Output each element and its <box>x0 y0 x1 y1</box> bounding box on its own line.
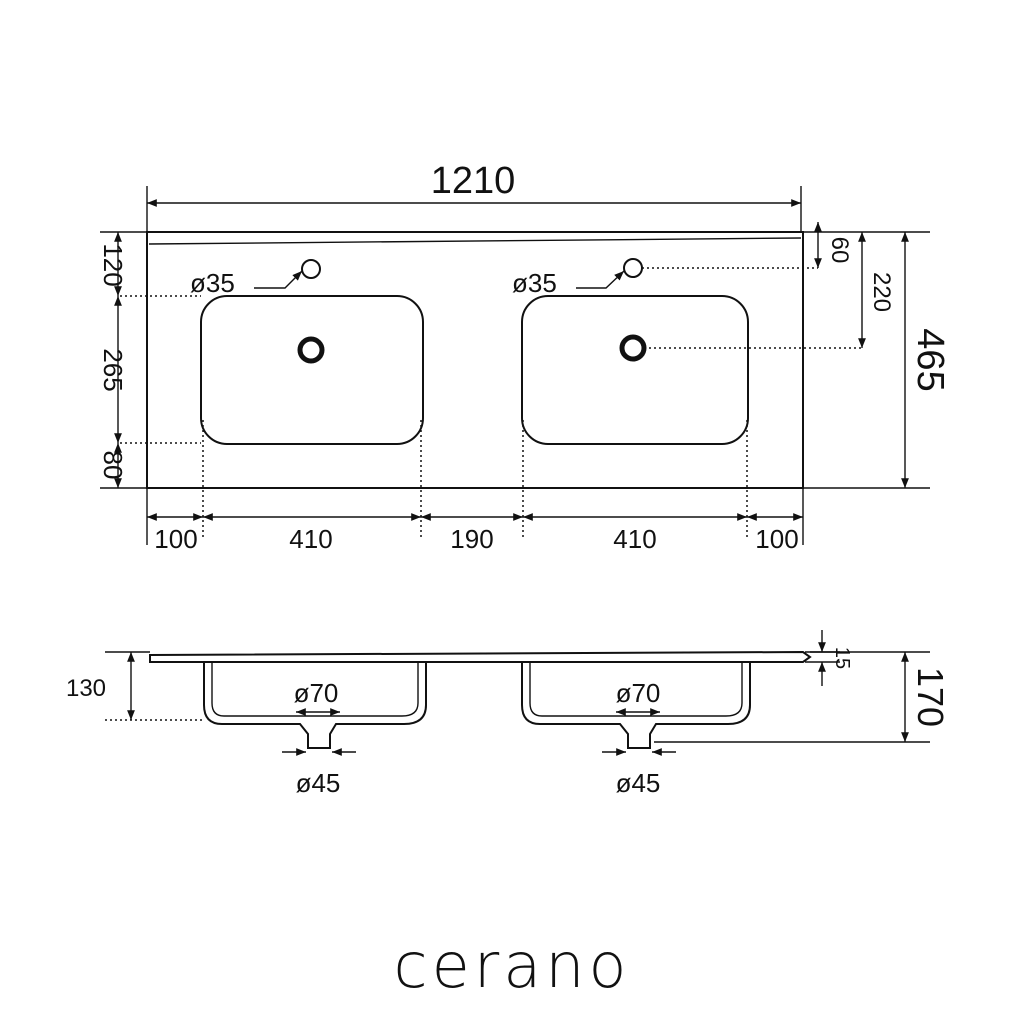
brand-logo: cerano <box>394 929 631 1002</box>
right-waste-outer-label: ø70 <box>616 678 661 708</box>
countertop-outline <box>146 231 804 489</box>
right-tap-hole <box>623 258 643 278</box>
left-basin-profile <box>203 662 427 749</box>
top-view: ø35 ø35 1210 120 265 80 60 <box>98 160 951 554</box>
total-height-label: 170 <box>910 667 951 727</box>
right-dim-60: 60 <box>826 237 853 264</box>
bottom-dim-100-left: 100 <box>154 524 197 554</box>
left-tap-leader <box>254 270 303 289</box>
rim-line <box>148 237 802 245</box>
bottom-dim-100-right: 100 <box>755 524 798 554</box>
depth-basin-label: 130 <box>66 675 106 702</box>
right-tap-label: ø35 <box>512 268 557 298</box>
right-basin-profile <box>521 662 751 749</box>
overall-width-label: 1210 <box>431 160 516 202</box>
bottom-dim-410-right: 410 <box>613 524 656 554</box>
left-tap-label: ø35 <box>190 268 235 298</box>
bottom-dim-190: 190 <box>450 524 493 554</box>
left-tap-hole <box>301 259 321 279</box>
side-slab <box>149 650 812 663</box>
overall-depth-label: 465 <box>909 328 951 391</box>
left-waste-outer-label: ø70 <box>294 678 339 708</box>
side-view: ø70 ø70 ø45 ø45 130 15 170 <box>66 630 951 798</box>
left-drain <box>297 336 325 364</box>
rim-thickness-label: 15 <box>831 647 853 669</box>
left-basin <box>200 295 424 445</box>
right-drain <box>619 334 647 362</box>
right-basin <box>521 295 749 445</box>
left-dim-80: 80 <box>98 451 128 480</box>
left-waste-inner-label: ø45 <box>296 768 341 798</box>
right-dim-220: 220 <box>868 272 895 312</box>
left-basin-inner <box>211 662 419 717</box>
left-dim-265: 265 <box>98 348 128 391</box>
right-waste-inner-label: ø45 <box>616 768 661 798</box>
right-tap-leader <box>576 270 625 289</box>
left-dim-120: 120 <box>98 243 128 286</box>
bottom-dim-410-left: 410 <box>289 524 332 554</box>
right-basin-inner <box>529 662 743 717</box>
